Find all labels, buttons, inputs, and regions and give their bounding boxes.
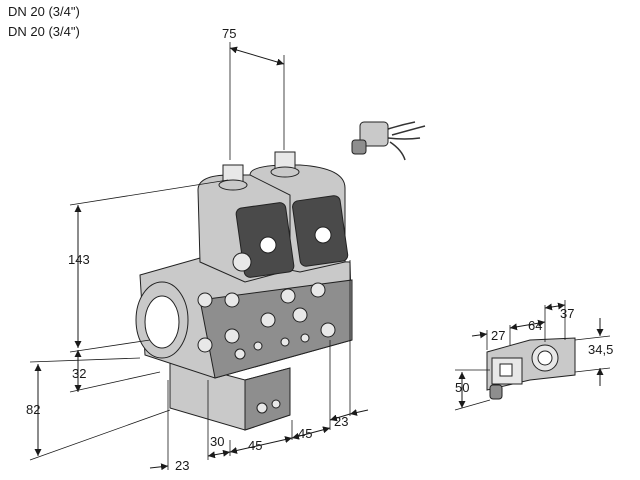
dim-75-label: 75 (222, 26, 236, 41)
pressure-switch-icon (486, 337, 576, 400)
cable-connector-icon (351, 121, 426, 161)
dim-30-label: 30 (210, 434, 224, 449)
dim-23-left-label: 23 (175, 458, 189, 473)
dim-32-label: 32 (72, 366, 86, 381)
dim-82-label: 82 (26, 402, 40, 417)
header-line-1: DN 20 (3/4") (8, 4, 80, 19)
double-solenoid-valve-icon (135, 151, 353, 431)
dim-45-a-label: 45 (248, 438, 262, 453)
header-line-2: DN 20 (3/4") (8, 24, 80, 39)
dim-143-label: 143 (68, 252, 90, 267)
dim-34-5-label: 34,5 (588, 342, 613, 357)
dim-64-label: 64 (528, 318, 542, 333)
dim-45-b-label: 45 (298, 426, 312, 441)
dim-23-right-label: 23 (334, 414, 348, 429)
dim-37-label: 37 (560, 306, 574, 321)
dim-27-label: 27 (491, 328, 505, 343)
dim-50-label: 50 (455, 380, 469, 395)
